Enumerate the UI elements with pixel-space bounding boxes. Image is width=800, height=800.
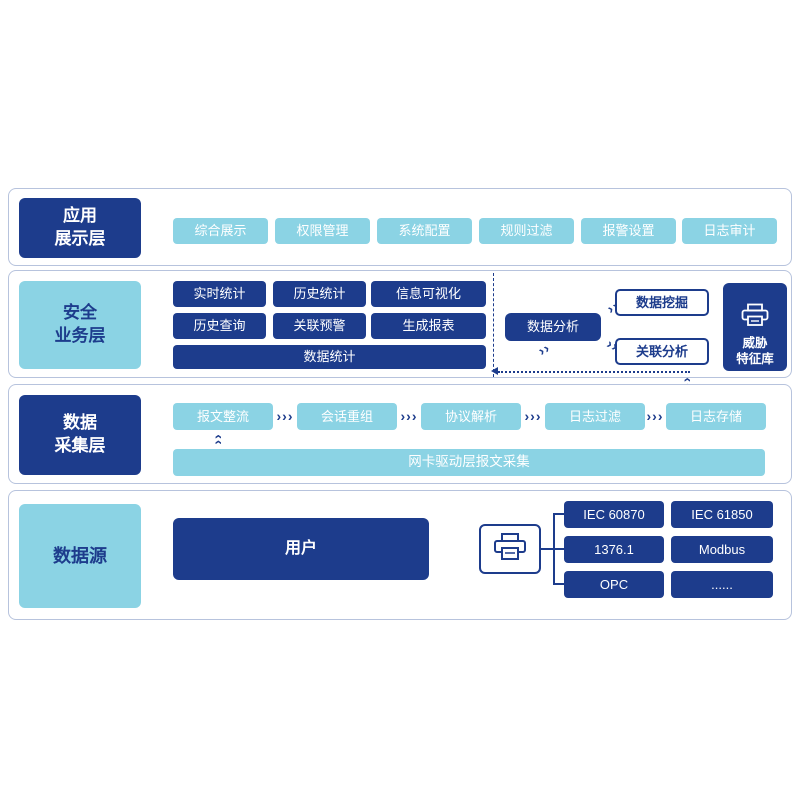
flow-chevron-up-icon: ›› (209, 433, 225, 445)
security-layer-section: 安全 业务层 实时统计 历史统计 信息可视化 历史查询 关联预警 生成报表 数据… (8, 270, 792, 378)
flow-chevron-icon: ››› (646, 408, 664, 424)
app-item-3: 规则过滤 (479, 218, 574, 244)
protocol-item-1: IEC 61850 (671, 501, 773, 528)
app-item-1: 权限管理 (275, 218, 370, 244)
source-layer-section: 数据源 用户 IEC 60870 IEC 61850 1376.1 Modbus… (8, 490, 792, 620)
collection-layer-label: 数据 采集层 (19, 395, 141, 475)
flow-chevron-icon: ››› (276, 408, 294, 424)
pipeline-item-1: 会话重组 (297, 403, 397, 430)
protocol-item-2: 1376.1 (564, 536, 664, 563)
protocol-item-3: Modbus (671, 536, 773, 563)
pipeline-item-4: 日志存储 (666, 403, 766, 430)
app-item-5: 日志审计 (682, 218, 777, 244)
protocol-item-0: IEC 60870 (564, 501, 664, 528)
app-item-0: 综合展示 (173, 218, 268, 244)
section-divider-dashed-line (493, 273, 494, 377)
source-layer-label: 数据源 (19, 504, 141, 608)
connector-line (553, 548, 564, 550)
threat-db-label: 威胁 特征库 (736, 336, 774, 367)
arrowhead-left-icon (491, 367, 498, 375)
security-item-1: 历史统计 (273, 281, 366, 307)
data-mining-node: 数据挖掘 (615, 289, 709, 316)
flow-chevron-icon: ››› (400, 408, 418, 424)
collection-layer-section: 数据 采集层 报文整流 ››› 会话重组 ››› 协议解析 ››› 日志过滤 ›… (8, 384, 792, 484)
threat-signature-db-node: 威胁 特征库 (723, 283, 787, 371)
protocol-item-4: OPC (564, 571, 664, 598)
app-item-4: 报警设置 (581, 218, 676, 244)
security-item-2: 信息可视化 (371, 281, 486, 307)
dotted-feedback-line (498, 371, 690, 373)
connector-line (553, 513, 564, 515)
connector-line (553, 583, 564, 585)
capture-device-node (479, 524, 541, 574)
nic-driver-capture-bar: 网卡驱动层报文采集 (173, 449, 765, 476)
protocol-item-5: ...... (671, 571, 773, 598)
app-item-2: 系统配置 (377, 218, 472, 244)
data-analysis-node: 数据分析 (505, 313, 601, 341)
security-item-4: 关联预警 (273, 313, 366, 339)
app-layer-section: 应用 展示层 综合展示 权限管理 系统配置 规则过滤 报警设置 日志审计 (8, 188, 792, 266)
printer-icon (492, 532, 528, 567)
user-node: 用户 (173, 518, 429, 580)
security-item-3: 历史查询 (173, 313, 266, 339)
security-item-0: 实时统计 (173, 281, 266, 307)
connector-line (541, 548, 553, 550)
app-layer-label: 应用 展示层 (19, 198, 141, 258)
data-statistics-bar: 数据统计 (173, 345, 486, 369)
pipeline-item-0: 报文整流 (173, 403, 273, 430)
security-layer-label: 安全 业务层 (19, 281, 141, 369)
correlation-analysis-node: 关联分析 (615, 338, 709, 365)
flow-chevron-icon: ››› (524, 408, 542, 424)
pipeline-item-3: 日志过滤 (545, 403, 645, 430)
pipeline-item-2: 协议解析 (421, 403, 521, 430)
threat-db-icon (740, 287, 770, 332)
security-item-5: 生成报表 (371, 313, 486, 339)
